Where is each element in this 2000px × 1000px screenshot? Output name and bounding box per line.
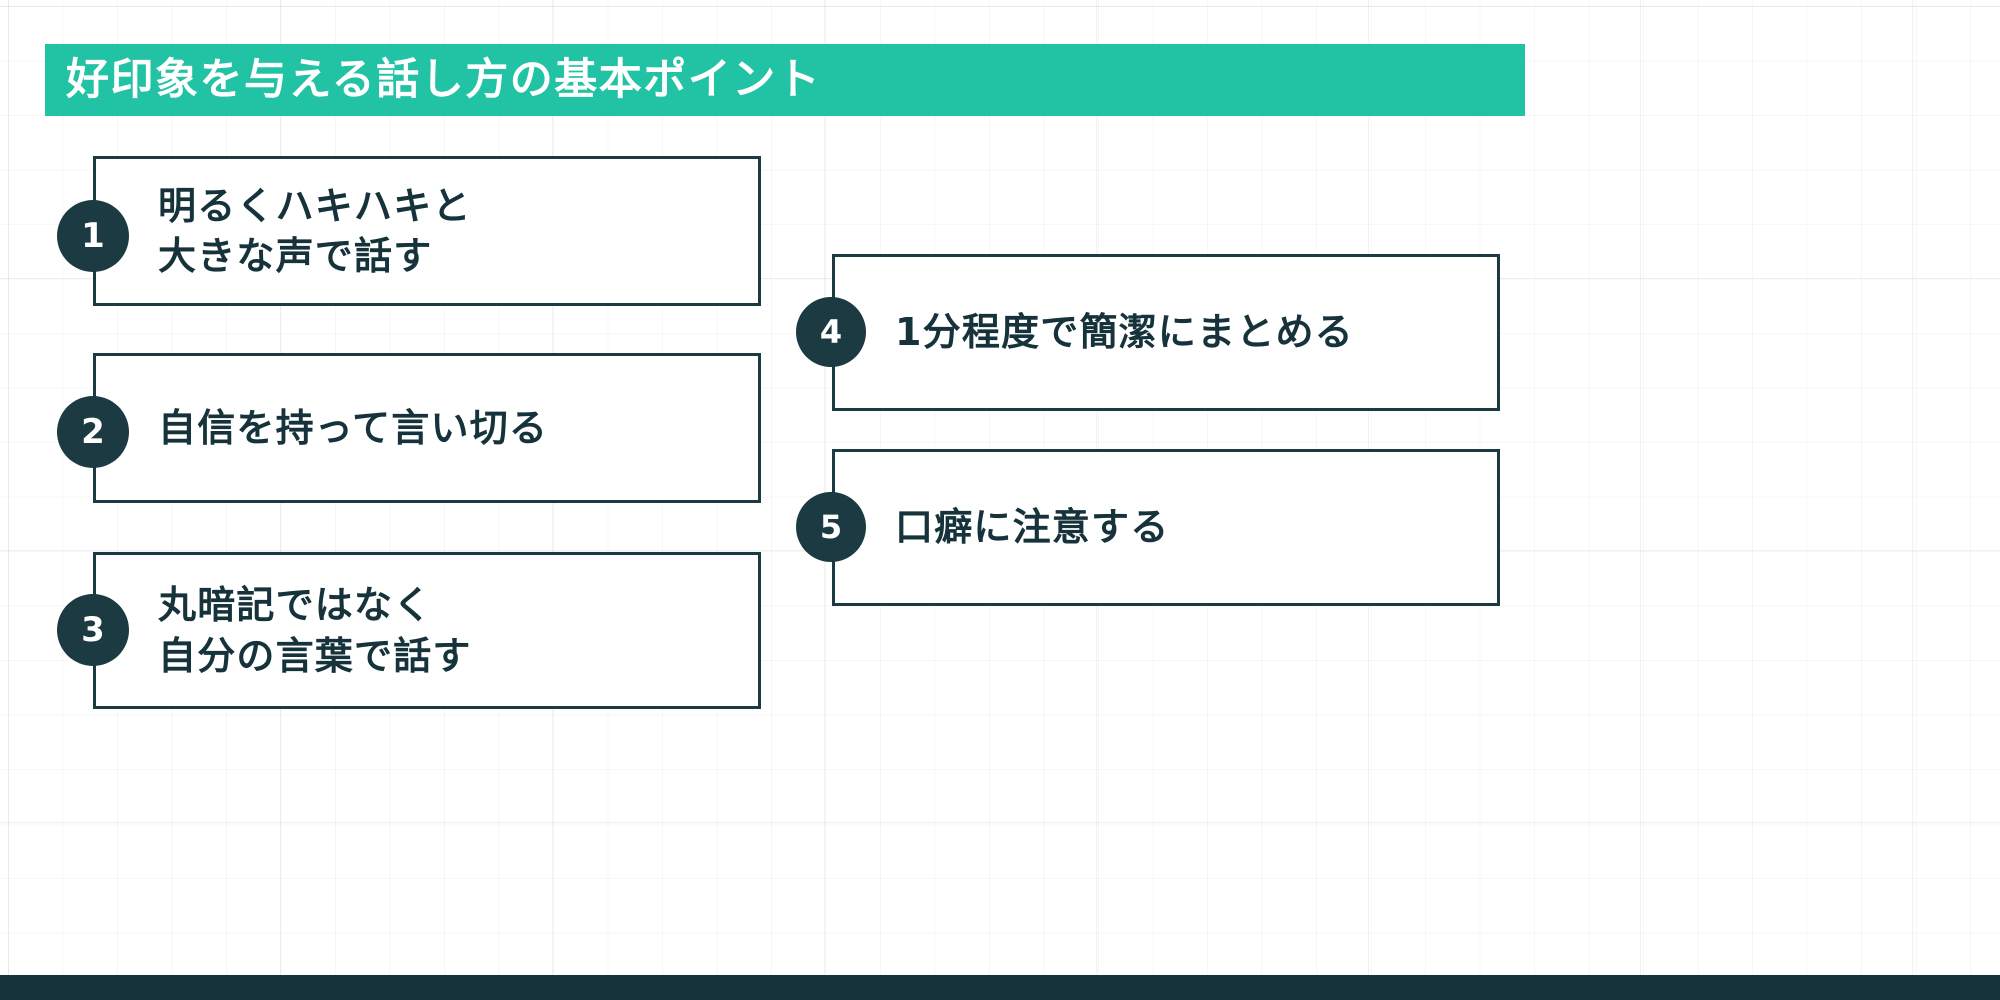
page-title: 好印象を与える話し方の基本ポイント <box>66 54 822 105</box>
point-box-3: 丸暗記ではなく 自分の言葉で話す <box>93 552 761 709</box>
point-box-4: 1分程度で簡潔にまとめる <box>832 254 1500 411</box>
point-box-2: 自信を持って言い切る <box>93 353 761 503</box>
footer-accent-bar <box>0 975 2000 1000</box>
point-label-2: 自信を持って言い切る <box>158 405 549 450</box>
point-box-5: 口癖に注意する <box>832 449 1500 606</box>
point-box-1: 明るくハキハキと 大きな声で話す <box>93 156 761 306</box>
point-number-badge-5: 5 <box>796 492 866 562</box>
point-label-3: 丸暗記ではなく 自分の言葉で話す <box>158 583 472 678</box>
point-number-badge-4: 4 <box>796 297 866 367</box>
point-label-5: 口癖に注意する <box>895 505 1170 550</box>
point-label-4: 1分程度で簡潔にまとめる <box>895 310 1354 355</box>
point-number-badge-3: 3 <box>57 594 129 666</box>
point-number-badge-2: 2 <box>57 396 129 468</box>
point-number-badge-1: 1 <box>57 200 129 272</box>
point-label-1: 明るくハキハキと 大きな声で話す <box>158 183 472 278</box>
title-banner: 好印象を与える話し方の基本ポイント <box>45 44 1525 116</box>
